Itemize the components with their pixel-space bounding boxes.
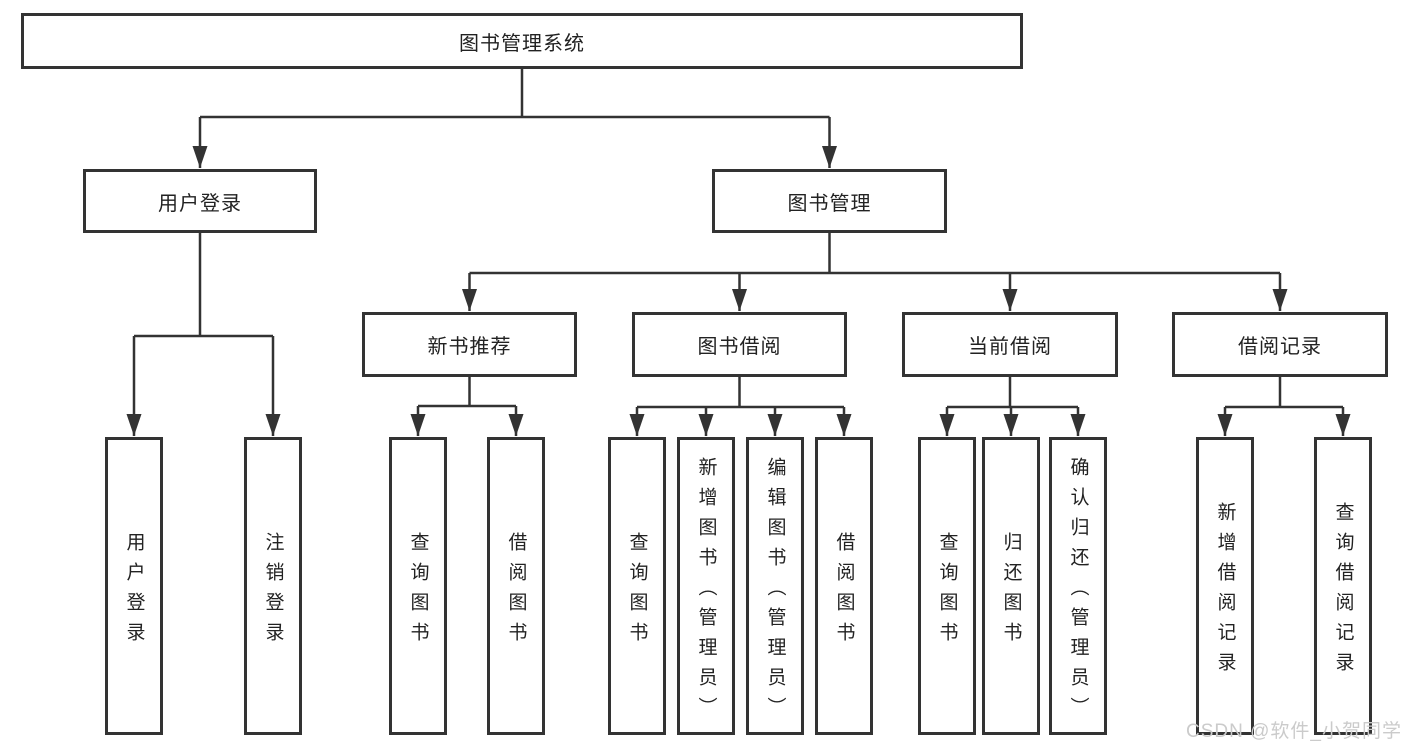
node-leaf-edit-books-admin: 编辑图书（管理员） (746, 437, 804, 735)
node-book-management: 图书管理 (712, 169, 947, 233)
node-leaf-query-books-recommendation: 查询图书 (389, 437, 447, 735)
node-leaf-query-books-current: 查询图书 (918, 437, 976, 735)
node-leaf-return-books: 归还图书 (982, 437, 1040, 735)
node-book-borrowing: 图书借阅 (632, 312, 847, 377)
node-leaf-borrow-books: 借阅图书 (815, 437, 873, 735)
node-leaf-add-books-admin: 新增图书（管理员） (677, 437, 735, 735)
node-new-book-recommendation: 新书推荐 (362, 312, 577, 377)
node-leaf-confirm-return-admin: 确认归还（管理员） (1049, 437, 1107, 735)
node-leaf-add-borrow-record: 新增借阅记录 (1196, 437, 1254, 735)
node-user-login: 用户登录 (83, 169, 317, 233)
node-borrowing-records: 借阅记录 (1172, 312, 1388, 377)
node-current-borrowing: 当前借阅 (902, 312, 1118, 377)
node-leaf-logout: 注销登录 (244, 437, 302, 735)
node-leaf-query-books-borrowing: 查询图书 (608, 437, 666, 735)
csdn-watermark: CSDN @软件_小贺同学 (1186, 721, 1402, 742)
node-leaf-user-login: 用户登录 (105, 437, 163, 735)
node-library-management-system: 图书管理系统 (21, 13, 1023, 69)
node-leaf-borrow-books-recommendation: 借阅图书 (487, 437, 545, 735)
node-leaf-query-borrow-record: 查询借阅记录 (1314, 437, 1372, 735)
